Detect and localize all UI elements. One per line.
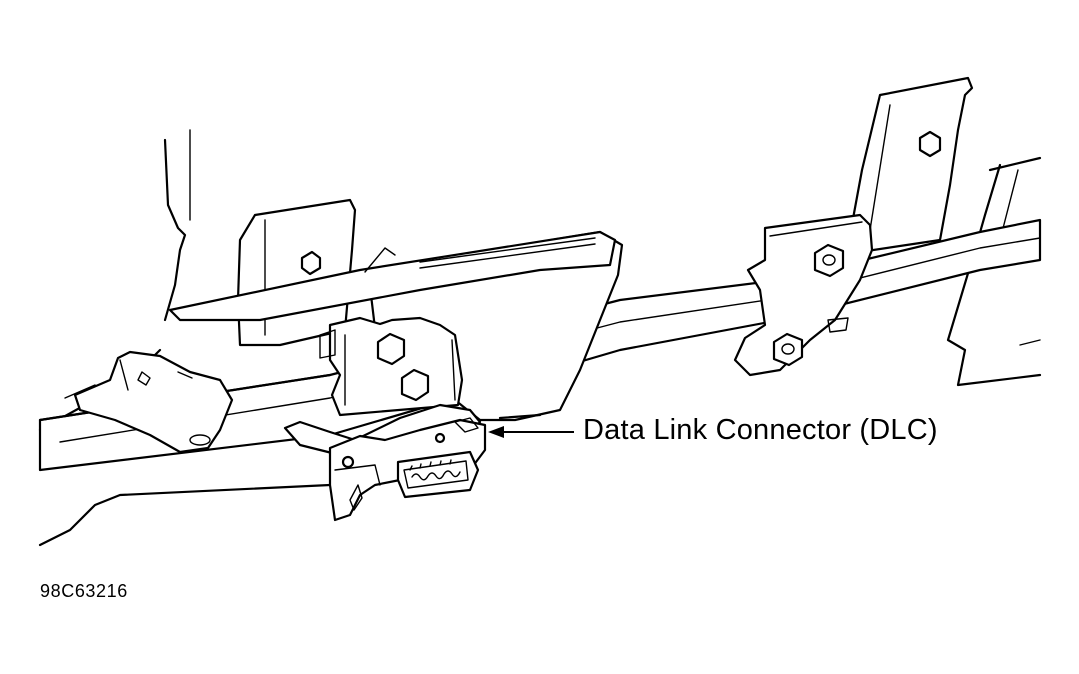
lower-trim [38,413,542,547]
data-link-connector [396,450,480,499]
dlc-callout-label: Data Link Connector (DLC) [583,414,938,446]
left-flange-bracket [73,350,234,454]
callout-arrow [488,426,574,438]
right-mounting-bracket [848,76,974,254]
figure-id: 98C63216 [40,581,128,601]
center-clamp [319,316,464,417]
right-clamp [733,213,874,377]
